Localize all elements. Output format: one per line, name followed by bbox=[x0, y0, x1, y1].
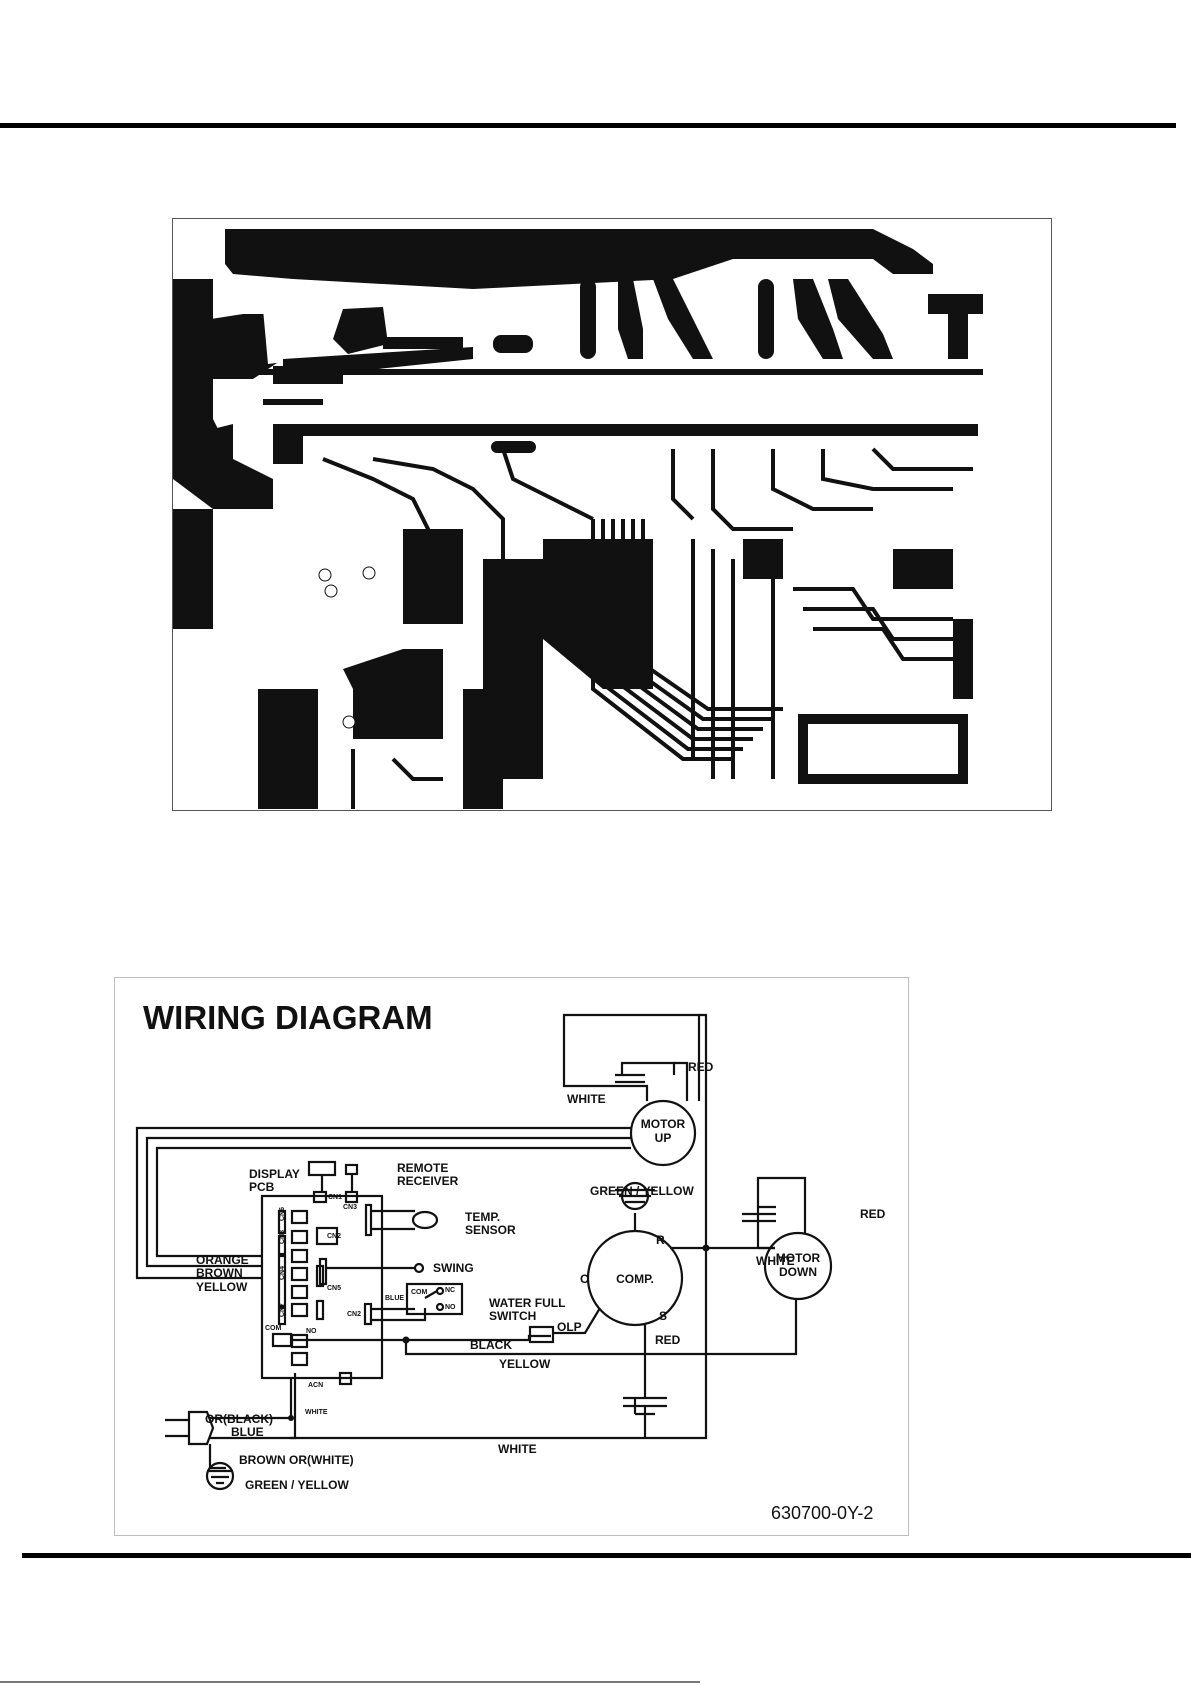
wire-blue bbox=[210, 1379, 297, 1440]
wire-label: BLUE bbox=[385, 1295, 404, 1302]
display-pcb-label-line1: DISPLAY bbox=[249, 1167, 300, 1181]
wire-label: BROWN OR(WHITE) bbox=[239, 1453, 354, 1467]
remote-receiver-label-line1: REMOTE bbox=[397, 1161, 448, 1175]
control-board bbox=[260, 1194, 384, 1380]
wire-label: GREEN / YELLOW bbox=[245, 1478, 349, 1492]
wire-label: YELLOW bbox=[499, 1357, 551, 1371]
motor-down-label-line2: DOWN bbox=[779, 1265, 817, 1279]
capacitor-comp-plates bbox=[623, 1396, 667, 1408]
wire-white-motor-up bbox=[562, 1013, 701, 1101]
remote-receiver-symbol bbox=[344, 1163, 359, 1176]
motor-up-symbol bbox=[629, 1099, 697, 1167]
terminal-com: COM bbox=[265, 1325, 282, 1332]
bottom-rule bbox=[22, 1553, 1191, 1558]
connector-label: CN1 bbox=[328, 1194, 342, 1201]
display-pcb-symbol bbox=[307, 1160, 337, 1177]
wiring-diagram: WIRING DIAGRAM 630700-0Y-2 bbox=[114, 977, 909, 1536]
wire-label: BLACK bbox=[470, 1338, 512, 1352]
connector-label: CN2 bbox=[327, 1233, 341, 1240]
water-full-switch-label-line2: SWITCH bbox=[489, 1309, 536, 1323]
wire-label: BROWN bbox=[196, 1266, 243, 1280]
switch-terminal-com: COM bbox=[411, 1289, 428, 1296]
connector-label: CN5 bbox=[327, 1285, 341, 1292]
pcb-copper-traces bbox=[173, 229, 983, 809]
connector-label: CN4 bbox=[279, 1266, 286, 1280]
terminal-no: NO bbox=[306, 1328, 317, 1335]
motor-up-label-line1: MOTOR bbox=[641, 1117, 686, 1131]
wire-label: RED bbox=[860, 1207, 886, 1221]
water-full-switch-symbol bbox=[405, 1282, 464, 1316]
connector-label: CN3 bbox=[343, 1204, 357, 1211]
motor-down-label-line1: MOTOR bbox=[776, 1251, 821, 1265]
wire-white-bottom bbox=[290, 1248, 708, 1440]
temp-sensor-label-line2: SENSOR bbox=[465, 1223, 516, 1237]
wire-label: RED bbox=[688, 1060, 714, 1074]
switch-terminal-no: NO bbox=[445, 1304, 456, 1311]
capacitor-motor-up-plates bbox=[615, 1073, 645, 1084]
footer-rule bbox=[0, 1681, 700, 1683]
connector-label: CN8 bbox=[279, 1230, 286, 1244]
wire-red-motor-down bbox=[756, 1176, 807, 1233]
wiring-diagram-svg: WIRING DIAGRAM 630700-0Y-2 bbox=[135, 999, 886, 1523]
motor-up-label-line2: UP bbox=[655, 1131, 672, 1145]
compressor-label: COMP. bbox=[616, 1272, 654, 1286]
display-pcb-label-line2: PCB bbox=[249, 1180, 275, 1194]
wire-label: YELLOW bbox=[196, 1280, 248, 1294]
swing-label: SWING bbox=[433, 1261, 474, 1275]
wire-label: RED bbox=[655, 1333, 681, 1347]
terminal-c: C bbox=[580, 1272, 589, 1286]
ground-symbol-comp bbox=[615, 1188, 655, 1204]
wire-label: WHITE bbox=[498, 1442, 537, 1456]
motor-down-symbol bbox=[763, 1231, 833, 1301]
terminal-s: S bbox=[659, 1309, 667, 1323]
connector-label: ACN bbox=[308, 1382, 323, 1389]
temp-sensor-label-line1: TEMP. bbox=[465, 1210, 500, 1224]
wire-yellow-loop bbox=[135, 1126, 631, 1280]
wire-black bbox=[291, 1334, 551, 1342]
wire-yellow bbox=[404, 1298, 798, 1356]
connector-label: CN7 bbox=[279, 1303, 286, 1317]
wire-label: WHITE bbox=[756, 1254, 795, 1268]
power-plug bbox=[187, 1410, 215, 1446]
temp-sensor-symbol bbox=[411, 1210, 439, 1230]
switch-terminal-nc: NC bbox=[445, 1287, 455, 1294]
water-full-switch-label-line1: WATER FULL bbox=[489, 1296, 565, 1310]
connector-label: CN6 bbox=[279, 1207, 286, 1221]
connector-label: CN2 bbox=[347, 1311, 361, 1318]
capacitor-motor-up-lead bbox=[620, 1061, 676, 1075]
wire-label: WHITE bbox=[567, 1092, 606, 1106]
wire-label: BLUE bbox=[231, 1425, 264, 1439]
wire-label: OR(BLACK) bbox=[205, 1412, 273, 1426]
remote-receiver-label-line2: RECEIVER bbox=[397, 1174, 459, 1188]
top-rule bbox=[0, 123, 1176, 128]
terminal-r: R bbox=[656, 1233, 665, 1247]
wire-brown-loop bbox=[145, 1136, 631, 1268]
diagram-title: WIRING DIAGRAM bbox=[143, 999, 433, 1036]
olp-symbol bbox=[528, 1325, 555, 1344]
pcb-layout-image bbox=[172, 218, 1052, 811]
swing-symbol bbox=[413, 1262, 425, 1274]
wire-label: WHITE bbox=[305, 1409, 328, 1416]
ground-symbol-plug bbox=[205, 1461, 235, 1491]
olp-label: OLP bbox=[557, 1320, 582, 1334]
capacitor-motor-down-plates bbox=[742, 1212, 776, 1223]
wire-label: ORANGE bbox=[196, 1253, 249, 1267]
wire-orange-loop bbox=[155, 1146, 631, 1258]
wire-red-motor-up bbox=[674, 1061, 689, 1101]
part-number: 630700-0Y-2 bbox=[771, 1503, 873, 1523]
wire-label: GREEN / YELLOW bbox=[590, 1184, 694, 1198]
